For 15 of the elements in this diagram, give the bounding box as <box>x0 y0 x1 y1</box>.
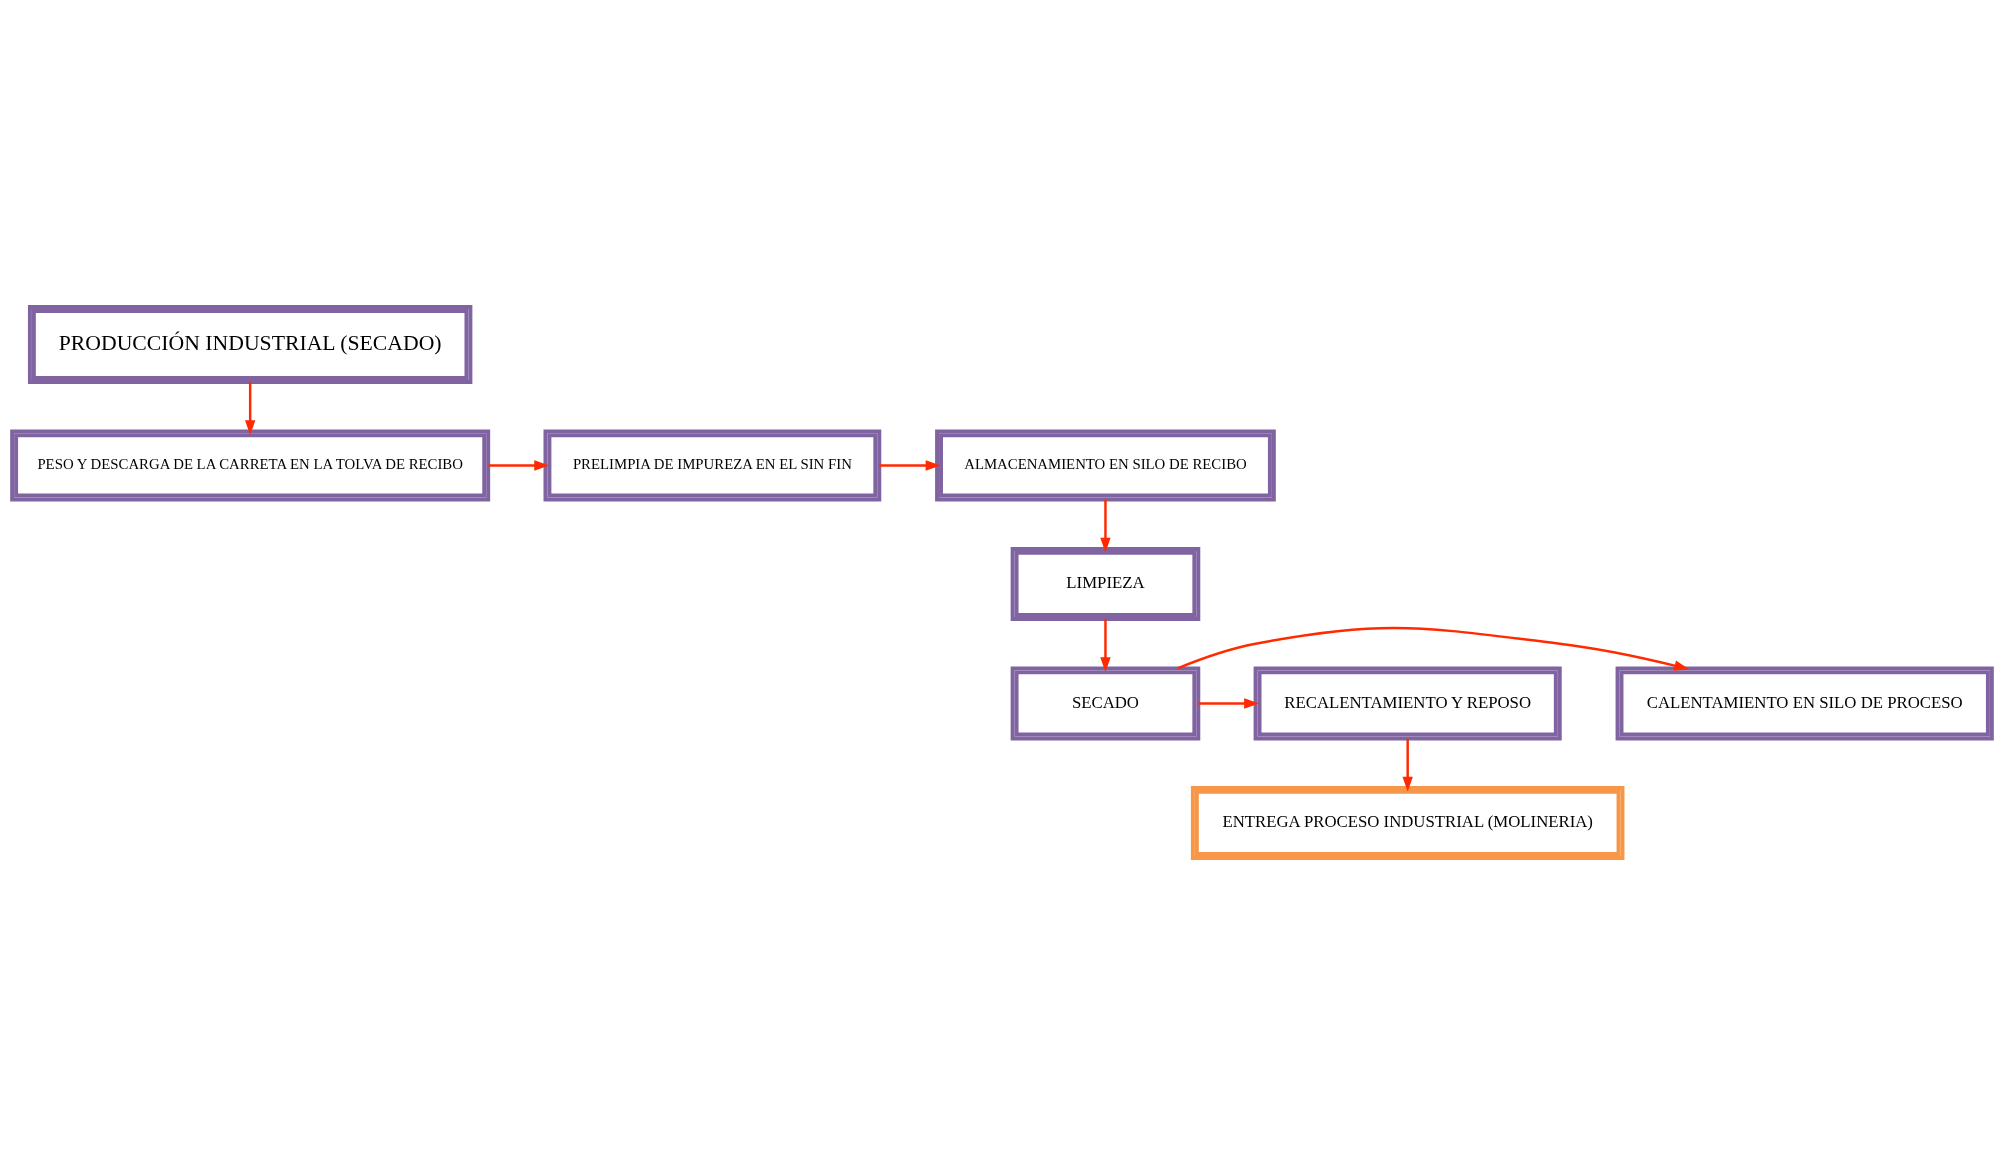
node-box: PRELIMPIA DE IMPUREZA EN EL SIN FIN <box>543 429 882 502</box>
arrow <box>1402 738 1413 792</box>
arrow <box>1100 499 1111 553</box>
arrow <box>879 460 941 471</box>
arrow <box>244 382 256 436</box>
node-box: ENTREGA PROCESO INDUSTRIAL (MOLINERIA) <box>1190 785 1625 861</box>
arrow <box>1177 626 1690 671</box>
arrow <box>488 460 550 471</box>
node-box: SECADO <box>1010 666 1201 741</box>
arrow <box>1198 698 1259 709</box>
arrow <box>1100 619 1111 673</box>
node-box: RECALENTAMIENTO Y REPOSO <box>1253 666 1562 741</box>
node-box: PESO Y DESCARGA DE LA CARRETA EN LA TOLVA DE RECIBO <box>10 429 491 502</box>
node-box: ALMACENAMIENTO EN SILO DE RECIBO <box>935 429 1276 502</box>
node-box: CALENTAMIENTO EN SILO DE PROCESO <box>1615 666 1994 741</box>
